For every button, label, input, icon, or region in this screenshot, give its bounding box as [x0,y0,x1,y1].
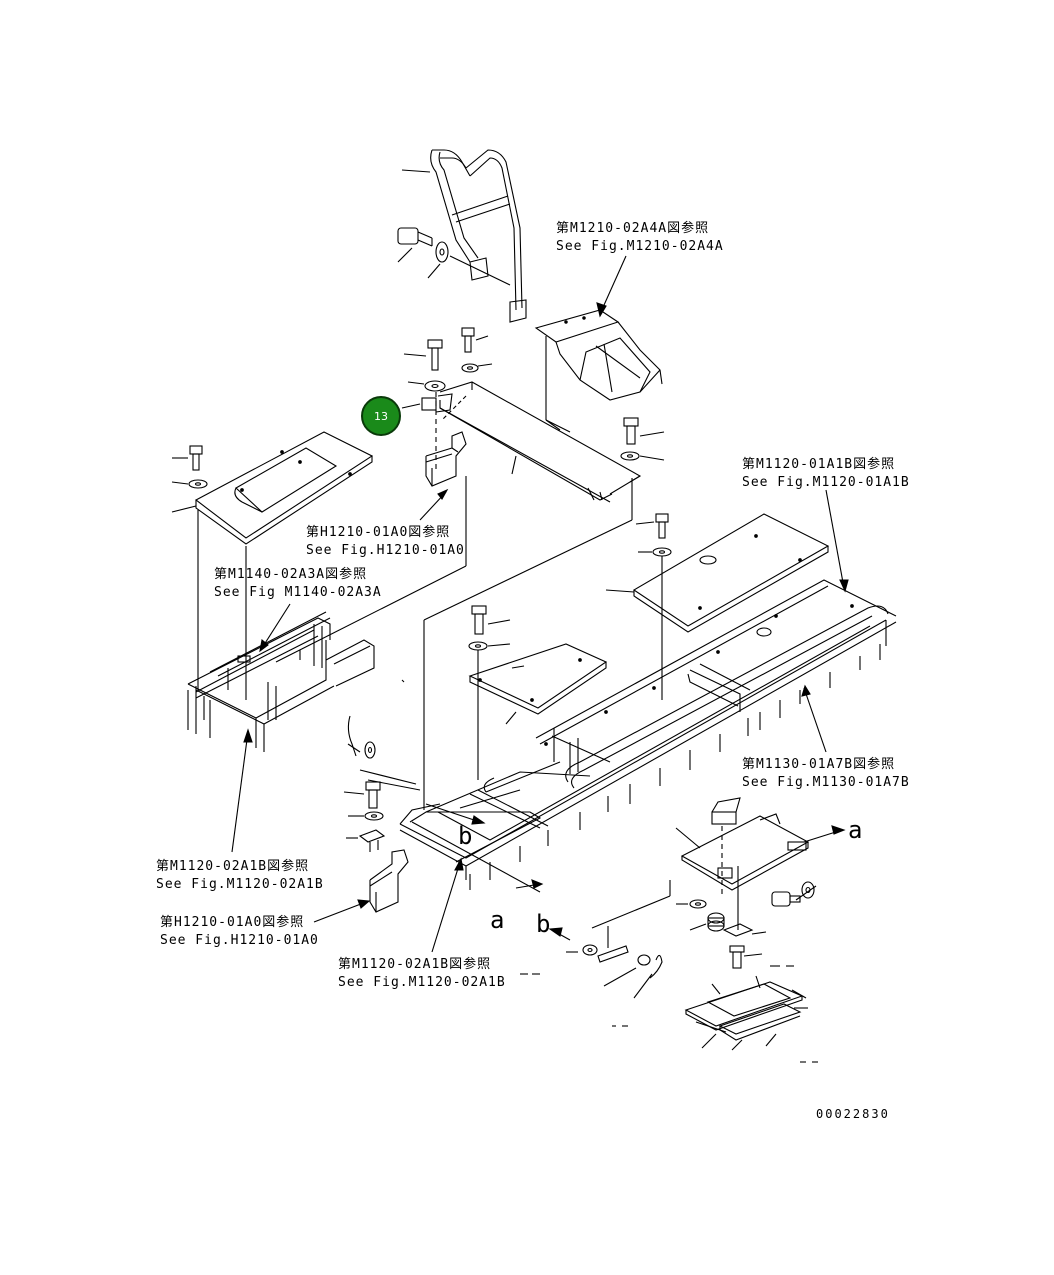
left-frame [187,476,467,752]
view-marker-a-left: a [490,906,505,934]
bolts-top-center [401,327,493,470]
ref-label-h1210-01a0-bottom-en: See Fig.H1210-01A0 [160,933,319,948]
parts-lower-right [676,881,817,969]
ref-label-m1130-01a7b-en: See Fig.M1130-01A7B [742,775,910,790]
drawing-number: 00022830 [816,1107,890,1121]
ref-label-m1120-02a1b-center-jp: 第M1120-02A1B図参照 [338,957,492,972]
step-bracket [534,309,663,433]
right-small-plate [675,797,810,930]
ref-label-m1140-02a3a-en: See Fig M1140-02A3A [214,585,382,600]
view-marker-a-right: a [848,816,863,844]
handrail-bolt [397,227,511,286]
view-marker-b-lower: b [536,910,551,938]
ref-label-m1120-02a1b-center-en: See Fig.M1120-02A1B [338,975,506,990]
main-frame [399,478,897,893]
ref-label-m1130-01a7b-jp: 第M1130-01A7B図参照 [742,757,896,772]
ref-label-m1120-02a1b-left-jp: 第M1120-02A1B図参照 [156,859,310,874]
bolts-right-tray [620,417,665,461]
ref-label-h1210-01a0-top-en: See Fig.H1210-01A0 [306,543,465,558]
pin-group [520,880,671,1027]
view-marker-b-center: b [458,822,473,850]
ref-label-m1140-02a3a-jp: 第M1140-02A3A図参照 [214,567,368,582]
bolts-lower-left [343,715,417,913]
ref-label-m1120-01a1b-jp: 第M1120-01A1B図参照 [742,457,896,472]
ref-label-m1210-02a4a-jp: 第M1210-02A4A図参照 [556,221,710,236]
left-cover-plate [171,431,374,700]
ref-label-m1210-02a4a-en: See Fig.M1210-02A4A [556,239,724,254]
right-top-cover [605,513,830,700]
ref-label-h1210-01a0-top-jp: 第H1210-01A0図参照 [306,525,451,540]
ref-label-m1120-01a1b-en: See Fig.M1120-01A1B [742,475,910,490]
ref-label-h1210-01a0-bottom-jp: 第H1210-01A0図参照 [160,915,305,930]
handrail [401,149,527,323]
plate-stack [684,975,818,1063]
center-cover-plate [468,605,608,780]
mount-bracket [425,393,467,487]
part-callout-13[interactable]: 13 [361,396,401,436]
ref-label-m1120-02a1b-left-en: See Fig.M1120-02A1B [156,877,324,892]
